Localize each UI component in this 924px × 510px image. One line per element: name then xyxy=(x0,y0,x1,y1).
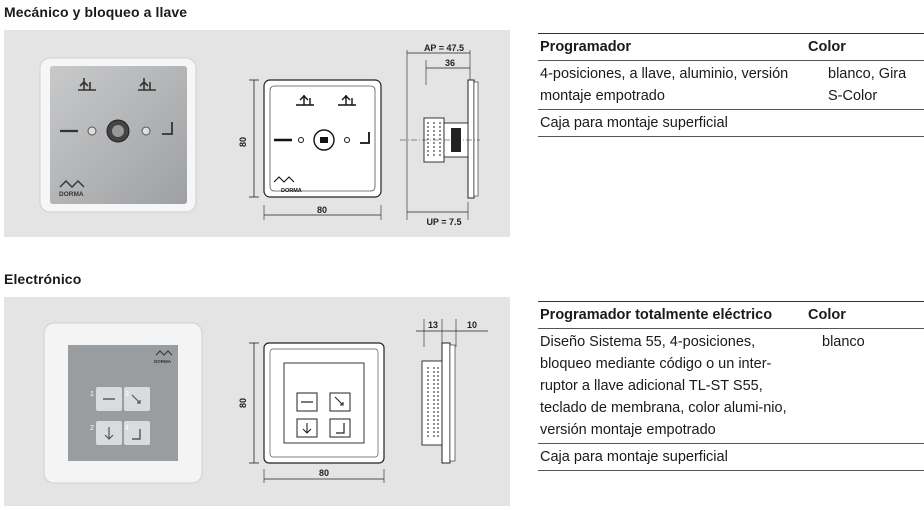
dim-height-electronic: 80 xyxy=(238,398,248,408)
cell-product: Caja para montaje superficial xyxy=(540,115,728,131)
cell-product: Caja para montaje superficial xyxy=(540,449,728,465)
key-label-1: 1 xyxy=(90,391,94,398)
header-color: Color xyxy=(808,307,846,323)
brand-logo-photo-electronic: DORMA xyxy=(154,359,172,364)
dim-d2: 10 xyxy=(467,320,477,330)
key-label-2: 2 xyxy=(90,425,94,432)
product-image-mechanical: DORMA DORMA 80 80 xyxy=(4,30,510,237)
dim-ap: AP = 47.5 xyxy=(424,43,464,53)
header-product: Programador totalmente eléctrico xyxy=(540,307,773,323)
header-product: Programador xyxy=(540,39,632,55)
table-row: Caja para montaje superficial xyxy=(538,110,924,137)
front-drawing-mechanical xyxy=(249,79,382,220)
header-color: Color xyxy=(808,39,846,55)
cell-color xyxy=(808,444,924,470)
table-mechanical: Programador Color 4-posiciones, a llave,… xyxy=(538,33,924,137)
device-photo-mechanical xyxy=(39,57,197,213)
device-photo-electronic xyxy=(43,322,203,484)
cell-color xyxy=(808,110,924,136)
section-title-mechanical: Mecánico y bloqueo a llave xyxy=(4,4,188,20)
side-drawing-mechanical xyxy=(400,50,480,220)
dim-width-mechanical: 80 xyxy=(317,205,327,215)
key-label-4: 4 xyxy=(125,425,129,432)
dim-d1: 13 xyxy=(428,320,438,330)
cell-color: blanco, Gira S-Color xyxy=(828,66,907,104)
side-drawing-electronic xyxy=(416,319,488,464)
dim-height-mechanical: 80 xyxy=(238,137,248,147)
table-row: Diseño Sistema 55, 4-posiciones, bloqueo… xyxy=(538,329,924,444)
table-header: Programador Color xyxy=(538,33,924,61)
table-row: 4-posiciones, a llave, aluminio, versión… xyxy=(538,61,924,110)
product-image-electronic: 1 2 3 4 DORMA 80 80 xyxy=(4,297,510,506)
front-drawing-electronic xyxy=(249,342,385,483)
dim-width-electronic: 80 xyxy=(319,468,329,478)
cell-product: Diseño Sistema 55, 4-posiciones, bloqueo… xyxy=(540,334,787,438)
key-label-3: 3 xyxy=(125,391,129,398)
table-header: Programador totalmente eléctrico Color xyxy=(538,301,924,329)
cell-product: 4-posiciones, a llave, aluminio, versión… xyxy=(540,66,789,104)
section-title-electronic: Electrónico xyxy=(4,271,82,287)
dim-up: UP = 7.5 xyxy=(426,217,461,227)
table-row: Caja para montaje superficial xyxy=(538,444,924,471)
cell-color: blanco xyxy=(822,334,865,350)
dim-depth: 36 xyxy=(445,58,455,68)
table-electronic: Programador totalmente eléctrico Color D… xyxy=(538,301,924,471)
brand-logo-photo: DORMA xyxy=(59,191,84,198)
brand-logo-drawing: DORMA xyxy=(281,188,302,194)
